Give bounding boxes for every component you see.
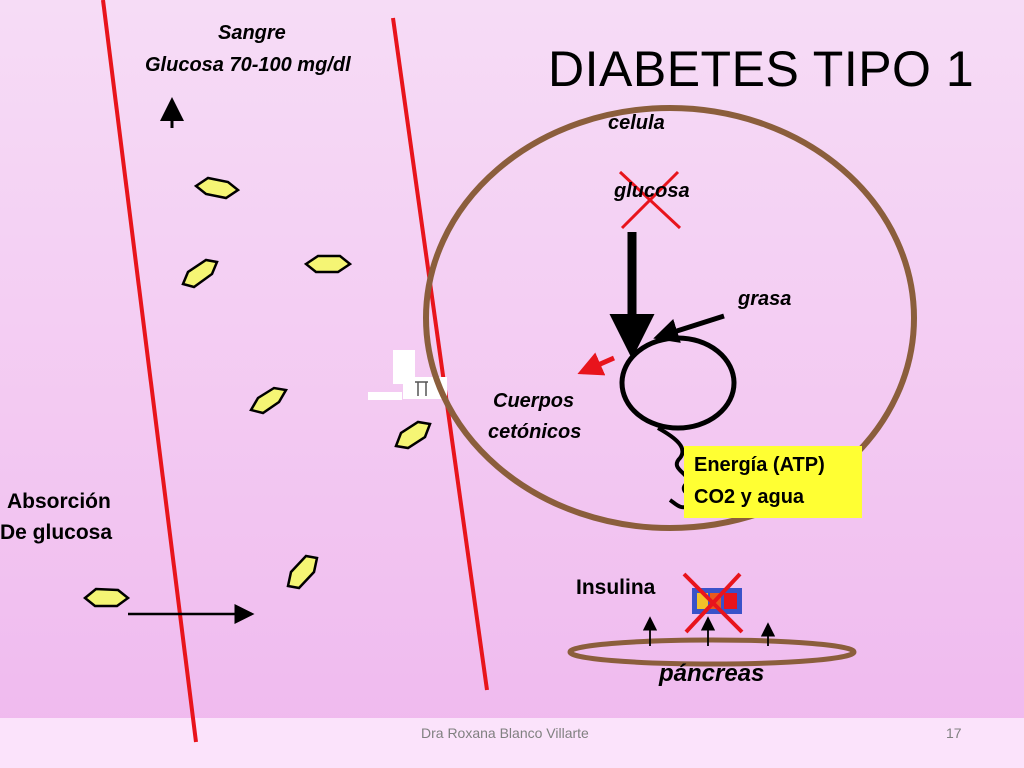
glucose-molecule [193,176,241,200]
energy-box [684,446,862,518]
footer-page-number: 17 [946,725,962,741]
glucose-blocked-cross [618,170,682,230]
footer-author: Dra Roxana Blanco Villarte [421,725,589,741]
blood-label: Sangre [218,22,286,44]
pancreas-shape [567,637,857,667]
vessel-wall-right [391,17,489,691]
glucose-range-label: Glucosa 70-100 mg/dl [145,54,351,76]
glucose-molecule [181,258,219,289]
energy-label-line2: CO2 y agua [694,486,805,508]
absorption-label-line2: De glucosa [0,521,113,544]
insulin-label: Insulina [576,576,656,599]
ketones-label-line2: cetónicos [488,421,582,443]
absorption-label-line1: Absorción [7,490,111,513]
glucose-molecule [394,420,432,450]
vessel-wall-left [101,0,198,743]
glucose-molecule [303,254,353,274]
slide-title: DIABETES TIPO 1 [548,41,975,97]
fat-label: grasa [738,288,792,310]
ketone-arrow [577,352,616,376]
metabolism-oval [619,335,737,431]
fat-pathway-arrow [653,313,725,343]
cell-label: celula [608,112,665,134]
footer-band [0,718,1024,768]
energy-label-line1: Energía (ATP) [694,454,825,476]
glucose-molecule [83,587,131,608]
cell-glucose-label: glucosa [614,180,690,202]
pancreas-label: páncreas [659,660,765,687]
cell-membrane [423,105,917,531]
ketones-label-line1: Cuerpos [493,390,575,412]
insulin-blocked-cross [682,572,744,634]
glucose-molecule [249,386,288,415]
glucose-molecule [286,554,319,590]
